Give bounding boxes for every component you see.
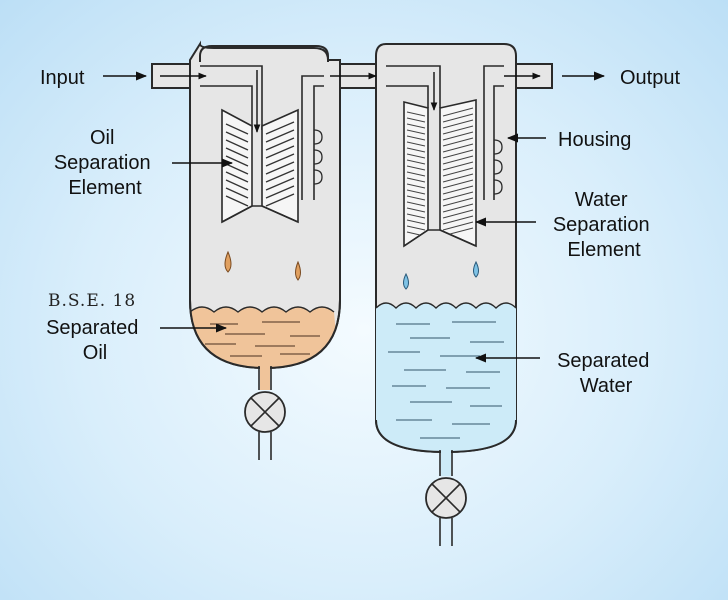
label-housing: Housing [558, 129, 631, 151]
label-separated-oil: Separated Oil [46, 317, 144, 364]
label-output: Output [620, 67, 680, 89]
oil-separation-element [221, 108, 299, 224]
drop-icon [473, 260, 479, 278]
label-separated-water: Separated Water [557, 350, 655, 397]
oil-separator-housing [189, 40, 341, 460]
water-separator-housing [375, 43, 517, 546]
water-separation-element [403, 99, 477, 248]
label-oil-element: Oil Separation Element [54, 127, 156, 199]
label-input: Input [40, 67, 85, 89]
valve-icon[interactable] [425, 477, 467, 519]
drop-icon [295, 260, 301, 281]
separated-water-fill [376, 303, 516, 452]
credit-text: B.S.E. 18 [48, 291, 136, 311]
drop-icon [403, 272, 409, 290]
labels: Input Output Oil Separation Element Hous… [40, 67, 680, 397]
valve-icon[interactable] [244, 391, 286, 433]
label-water-element: Water Separation Element [553, 189, 655, 261]
drop-icon [224, 250, 232, 273]
